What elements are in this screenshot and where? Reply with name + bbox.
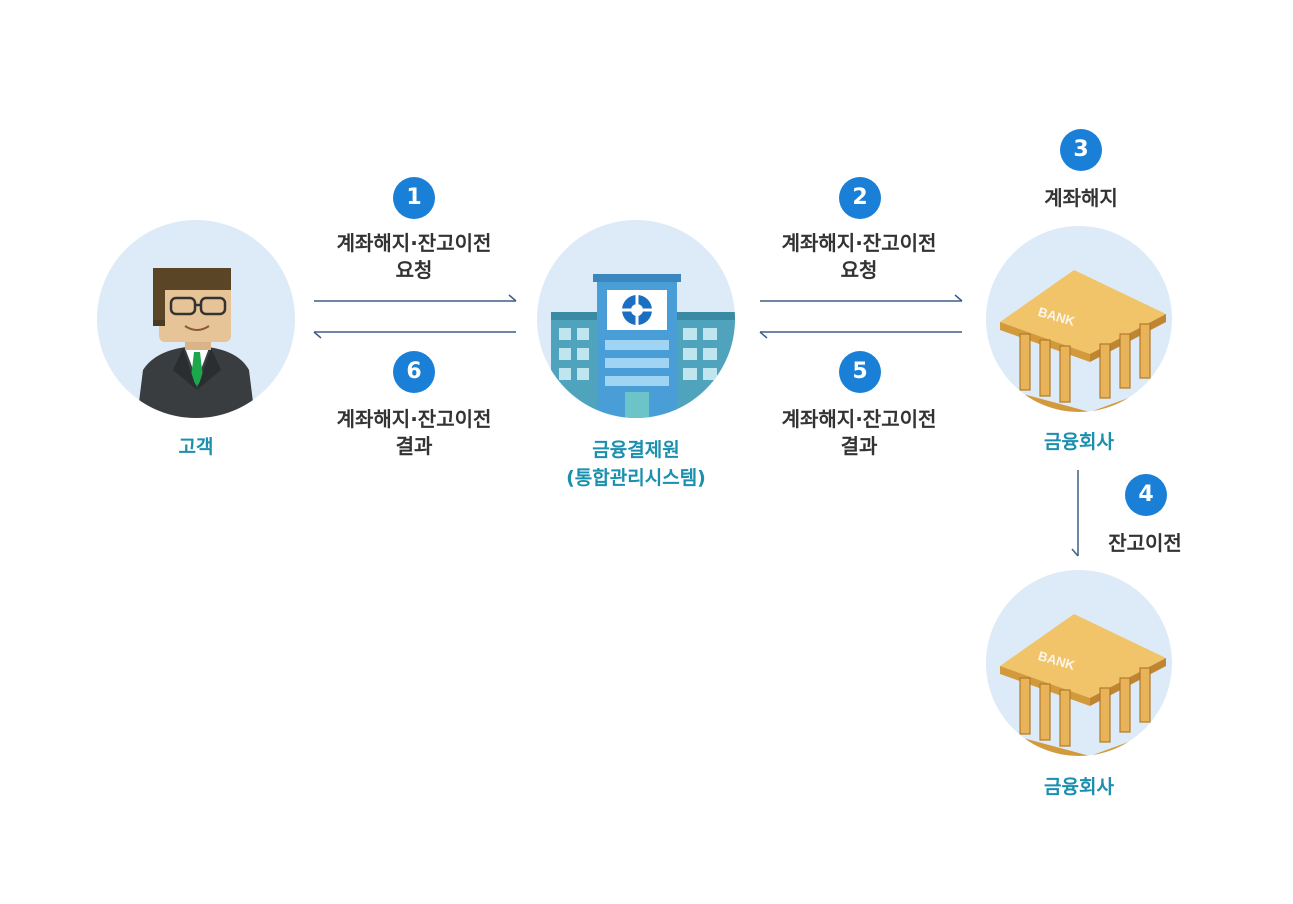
bank-top-label: 금융회사 <box>1044 431 1114 453</box>
step-2-text-line2: 요청 <box>840 258 878 282</box>
arrow-step-1 <box>314 294 517 302</box>
bank-icon: BANK <box>1000 614 1172 756</box>
step-5-text-line1: 계좌해지·잔고이전 <box>781 407 937 431</box>
step-3-text: 계좌해지 <box>1044 186 1118 210</box>
step-6-badge: 6 <box>393 351 435 393</box>
step-6-text-line2: 결과 <box>395 434 433 458</box>
step-1-text-line1: 계좌해지·잔고이전 <box>336 231 492 255</box>
step-6-text-line1: 계좌해지·잔고이전 <box>336 407 492 431</box>
bank-bottom-label: 금융회사 <box>1044 776 1114 798</box>
arrow-step-6 <box>313 331 516 339</box>
arrow-step-4 <box>1071 470 1079 557</box>
customer-icon <box>137 268 255 418</box>
step-4-badge: 4 <box>1125 474 1167 516</box>
step-1-text-line2: 요청 <box>395 258 433 282</box>
building-icon <box>551 274 735 418</box>
arrow-step-5 <box>759 331 962 339</box>
step-4-text: 잔고이전 <box>1108 531 1182 555</box>
bank-icon: BANK <box>1000 270 1172 412</box>
clearing-house-node <box>537 220 735 418</box>
step-5-badge: 5 <box>839 351 881 393</box>
clearing-house-label-line1: 금융결제원 <box>592 439 680 461</box>
step-2-text-line1: 계좌해지·잔고이전 <box>781 231 937 255</box>
clearing-house-label-line2: (통합관리시스템) <box>566 467 706 489</box>
bank-node-top: BANK <box>986 226 1172 412</box>
step-2-badge: 2 <box>839 177 881 219</box>
step-5-text-line2: 결과 <box>840 434 878 458</box>
customer-node <box>97 220 295 418</box>
step-3-badge: 3 <box>1060 129 1102 171</box>
customer-label: 고객 <box>178 436 214 458</box>
arrow-step-2 <box>760 294 963 302</box>
step-1-badge: 1 <box>393 177 435 219</box>
bank-node-bottom: BANK <box>986 570 1172 756</box>
